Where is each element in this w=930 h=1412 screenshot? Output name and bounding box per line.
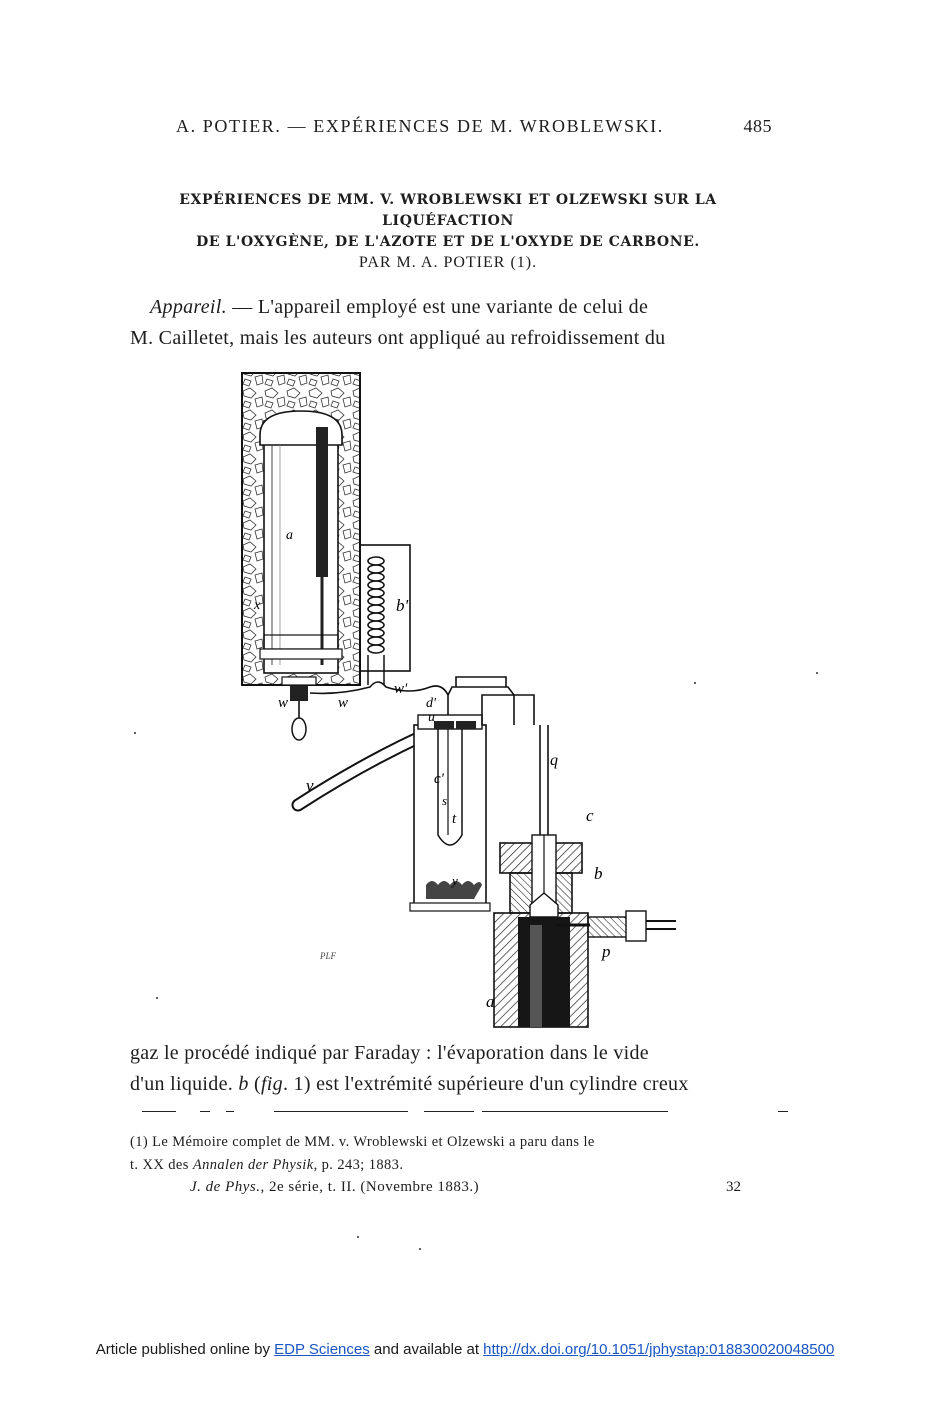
footnote-journal: Annalen der Physik [192,1157,314,1173]
label-c-prime: c' [434,771,445,787]
publisher-banner: Article published online by EDP Sciences… [0,1341,930,1358]
paragraph-lead: Appareil. [150,296,227,318]
running-head: A. POTIER. — EXPÉRIENCES DE M. WROBLEWSK… [120,116,780,144]
label-b: b [594,864,603,883]
plate-mark: PLF [319,951,337,961]
doi-link[interactable]: http://dx.doi.org/10.1051/jphystap:01883… [483,1341,835,1358]
paragraph-2-text-a: d'un liquide. [130,1073,239,1095]
label-y: y [450,873,458,888]
journal-signature: J. de Phys., 2e série, t. II. (Novembre … [190,1179,479,1196]
scan-speck [156,997,158,999]
label-b-prime: b' [396,596,409,615]
banner-middle: and available at [369,1341,484,1358]
label-x: x [253,598,261,613]
label-p: p [601,942,611,961]
label-a-top: a [286,528,293,543]
running-head-title: A. POTIER. — EXPÉRIENCES DE M. WROBLEWSK… [176,116,664,136]
article-title: EXPÉRIENCES DE MM. V. WROBLEWSKI ET OLZE… [118,190,778,253]
article-title-line-2: DE L'OXYGÈNE, DE L'AZOTE ET DE L'OXYDE D… [196,234,700,250]
label-t: t [452,811,457,827]
pressure-head [493,834,676,1028]
label-w-prime: w' [394,681,408,697]
connecting-tubes [309,676,515,725]
publisher-link[interactable]: EDP Sciences [274,1341,370,1358]
article-title-line-1: EXPÉRIENCES DE MM. V. WROBLEWSKI ET OLZE… [179,192,717,229]
journal-name: J. de Phys. [190,1179,261,1195]
paragraph-2-text-c: ( [248,1073,261,1095]
byline: PAR M. A. POTIER (1). [358,254,538,271]
label-c: c [586,806,594,825]
label-d-prime: d' [426,696,437,711]
label-w-second: w [338,695,348,711]
label-v: v [306,776,314,795]
scan-speck [419,1248,421,1250]
footnote-line-1: (1) Le Mémoire complet de MM. v. Wroblew… [130,1134,595,1150]
sheet-number: 32 [726,1179,741,1195]
banner-prefix: Article published online by [95,1341,275,1358]
coil-b-prime [359,544,411,685]
apparatus-figure: a b' x w w w' d' u v c' s t y q c b p a … [220,365,700,1030]
label-q: q [550,752,558,769]
scan-speck [134,732,136,734]
paragraph-2-text-d: . 1) est l'extrémité supérieure d'un cyl… [282,1073,689,1095]
label-a-bottom: a [486,992,495,1011]
paragraph-1-line-1: Appareil. — L'appareil employé est une v… [130,292,780,323]
footnote-text-b: , p. 243; 1883. [313,1157,404,1173]
tube-q [481,694,549,835]
footnote-text-a: t. XX des [130,1157,193,1173]
footnote-line-2: t. XX des Annalen der Physik, p. 243; 18… [130,1154,792,1177]
paragraph-2: gaz le procédé indiqué par Faraday : l'é… [130,1038,780,1100]
paragraph-1: Appareil. — L'appareil employé est une v… [130,292,780,354]
scan-speck [357,1236,359,1238]
paragraph-1-line-2: M. Cailletet, mais les auteurs ont appli… [130,327,666,349]
label-u: u [428,710,435,725]
paragraph-2-line-1: gaz le procédé indiqué par Faraday : l'é… [130,1042,649,1064]
page-number: 485 [743,116,772,136]
ice-jacket [241,372,361,741]
label-w: w [278,695,288,711]
paragraph-2-line-2: d'un liquide. b (fig. 1) est l'extrémité… [130,1069,780,1100]
evaporation-flask [409,714,491,912]
scan-speck [816,672,818,674]
journal-issue: , 2e série, t. II. (Novembre 1883.) [260,1179,480,1195]
label-s: s [442,793,447,808]
paragraph-2-symbol-b: b [238,1073,249,1095]
paragraph-2-fig-ref: fig [260,1073,283,1095]
apparatus-drawing: a b' x w w w' d' u v c' s t y q c b p a … [241,372,676,1028]
scan-speck [694,682,696,684]
paragraph-1-line-1-text: — L'appareil employé est une variante de… [226,296,649,318]
footnote: (1) Le Mémoire complet de MM. v. Wroblew… [130,1131,792,1177]
